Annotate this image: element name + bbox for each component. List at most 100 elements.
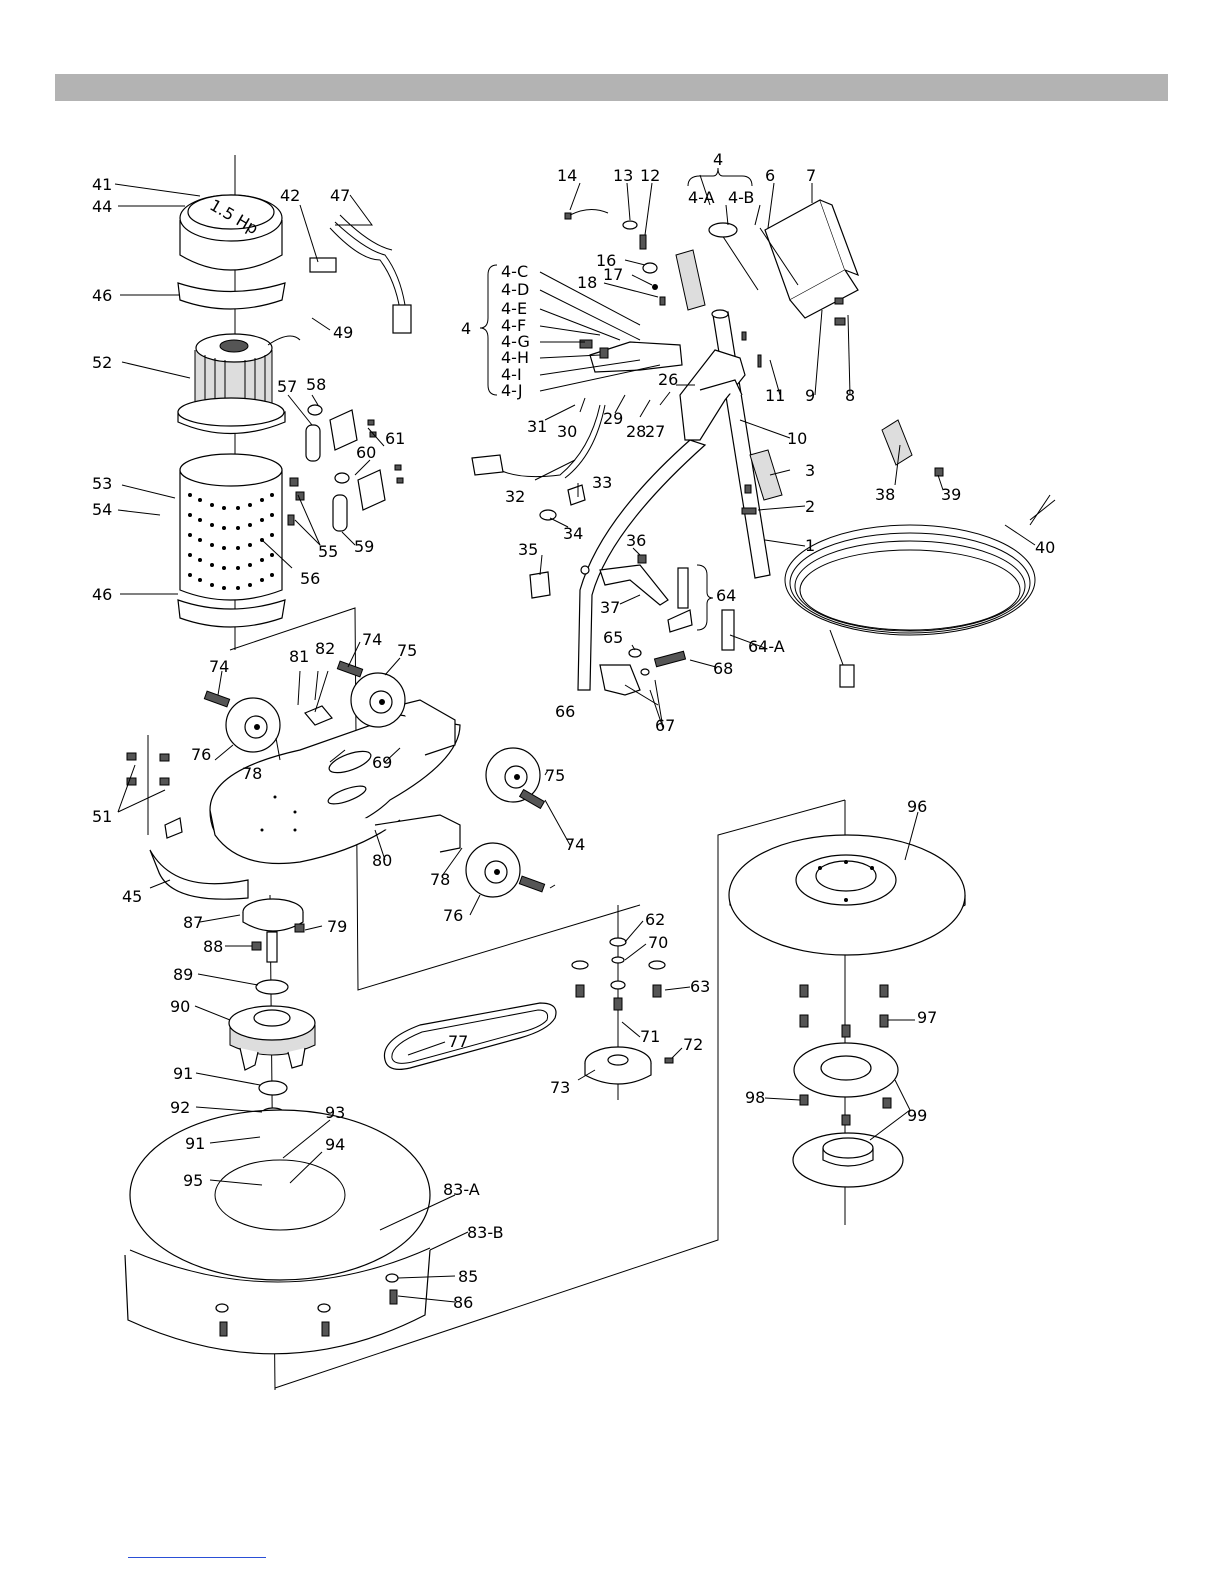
part-label-93: 93 — [325, 1103, 345, 1122]
header-bar — [55, 74, 1168, 101]
part-label-41: 41 — [92, 175, 112, 194]
part-label-75-right: 75 — [545, 766, 565, 785]
part-label-82: 82 — [315, 639, 335, 658]
part-label-1: 1 — [805, 536, 815, 555]
capacitor-group — [287, 404, 404, 532]
part-label-78-top: 78 — [242, 764, 262, 783]
part-label-11: 11 — [765, 386, 785, 405]
part-label-91-top: 91 — [173, 1064, 193, 1083]
part-label-42: 42 — [280, 186, 300, 205]
part-label-83-B: 83-B — [467, 1223, 504, 1242]
motor — [177, 333, 301, 435]
part-label-94: 94 — [325, 1135, 345, 1154]
part-label-4-I: 4-I — [501, 365, 522, 384]
part-label-61: 61 — [385, 429, 405, 448]
part-label-30: 30 — [557, 422, 577, 441]
part-label-13: 13 — [613, 166, 633, 185]
part-label-9: 9 — [805, 386, 815, 405]
part-label-47: 47 — [330, 186, 350, 205]
part-label-51: 51 — [92, 807, 112, 826]
part-label-26: 26 — [658, 370, 678, 389]
part-label-58: 58 — [306, 375, 326, 394]
part-label-59: 59 — [354, 537, 374, 556]
part-label-90: 90 — [170, 997, 190, 1016]
part-label-4-E: 4-E — [501, 299, 527, 318]
part-label-12: 12 — [640, 166, 660, 185]
part-label-67: 67 — [655, 716, 675, 735]
part-label-4-G: 4-G — [501, 332, 530, 351]
part-label-68: 68 — [713, 659, 733, 678]
part-label-4-B: 4-B — [728, 188, 754, 207]
part-label-46-top: 46 — [92, 286, 112, 305]
part-label-4-top: 4 — [713, 150, 723, 169]
part-label-63: 63 — [690, 977, 710, 996]
wheel-front-left — [465, 842, 521, 898]
part-label-95: 95 — [183, 1171, 203, 1190]
part-label-31: 31 — [527, 417, 547, 436]
part-label-64: 64 — [716, 586, 736, 605]
part-label-44: 44 — [92, 197, 112, 216]
part-label-70: 70 — [648, 933, 668, 952]
part-label-80: 80 — [372, 851, 392, 870]
handle-cover — [708, 199, 860, 319]
part-label-98: 98 — [745, 1088, 765, 1107]
handle-arm — [577, 439, 707, 691]
part-label-32: 32 — [505, 487, 525, 506]
part-label-36: 36 — [626, 531, 646, 550]
brush-plate — [124, 1109, 431, 1355]
part-label-27: 27 — [645, 422, 665, 441]
part-label-83-A: 83-A — [443, 1180, 480, 1199]
part-label-4-side: 4 — [461, 319, 471, 338]
pad-centering-ring — [792, 1132, 904, 1188]
extension-cord — [784, 419, 1056, 688]
part-label-97: 97 — [917, 1008, 937, 1027]
motor-shroud — [179, 453, 283, 601]
part-label-16: 16 — [596, 251, 616, 270]
part-label-28: 28 — [626, 422, 646, 441]
part-label-38: 38 — [875, 485, 895, 504]
part-label-57: 57 — [277, 377, 297, 396]
handle-fasteners — [564, 209, 846, 515]
part-label-8: 8 — [845, 386, 855, 405]
part-label-35: 35 — [518, 540, 538, 559]
part-label-33: 33 — [592, 473, 612, 492]
part-label-75-top: 75 — [397, 641, 417, 660]
handle-lever — [599, 554, 735, 696]
part-label-71: 71 — [640, 1027, 660, 1046]
part-label-60: 60 — [356, 443, 376, 462]
motor-cap: 1.5 Hp — [179, 194, 283, 271]
part-label-18: 18 — [577, 273, 597, 292]
part-label-87: 87 — [183, 913, 203, 932]
wheel-front-right — [485, 747, 541, 803]
part-label-76-left: 76 — [191, 745, 211, 764]
part-label-86: 86 — [453, 1293, 473, 1312]
part-label-78-bottom: 78 — [430, 870, 450, 889]
part-label-2: 2 — [805, 497, 815, 516]
part-label-53: 53 — [92, 474, 112, 493]
part-label-52: 52 — [92, 353, 112, 372]
footer-link-underline[interactable] — [128, 1557, 266, 1558]
screws-51 — [126, 752, 170, 786]
gasket-ring-bottom — [177, 599, 286, 628]
part-label-14: 14 — [557, 166, 577, 185]
switch-cord — [471, 404, 606, 599]
part-label-76-bottom: 76 — [443, 906, 463, 925]
part-label-6: 6 — [765, 166, 775, 185]
part-label-85: 85 — [458, 1267, 478, 1286]
motor-pulley — [571, 937, 674, 1085]
part-label-4-C: 4-C — [501, 262, 528, 281]
pad-driver-disc — [728, 834, 966, 956]
part-label-65: 65 — [603, 628, 623, 647]
pad-hub-plate — [793, 984, 899, 1126]
part-label-55: 55 — [318, 542, 338, 561]
part-label-72: 72 — [683, 1035, 703, 1054]
part-label-99: 99 — [907, 1106, 927, 1125]
wheel-rear-right — [350, 672, 406, 728]
part-label-96: 96 — [907, 797, 927, 816]
part-label-3: 3 — [805, 461, 815, 480]
part-label-91-bottom: 91 — [185, 1134, 205, 1153]
base-frame — [209, 699, 461, 865]
part-label-89: 89 — [173, 965, 193, 984]
bracket-plate — [304, 705, 333, 726]
part-label-69: 69 — [372, 753, 392, 772]
